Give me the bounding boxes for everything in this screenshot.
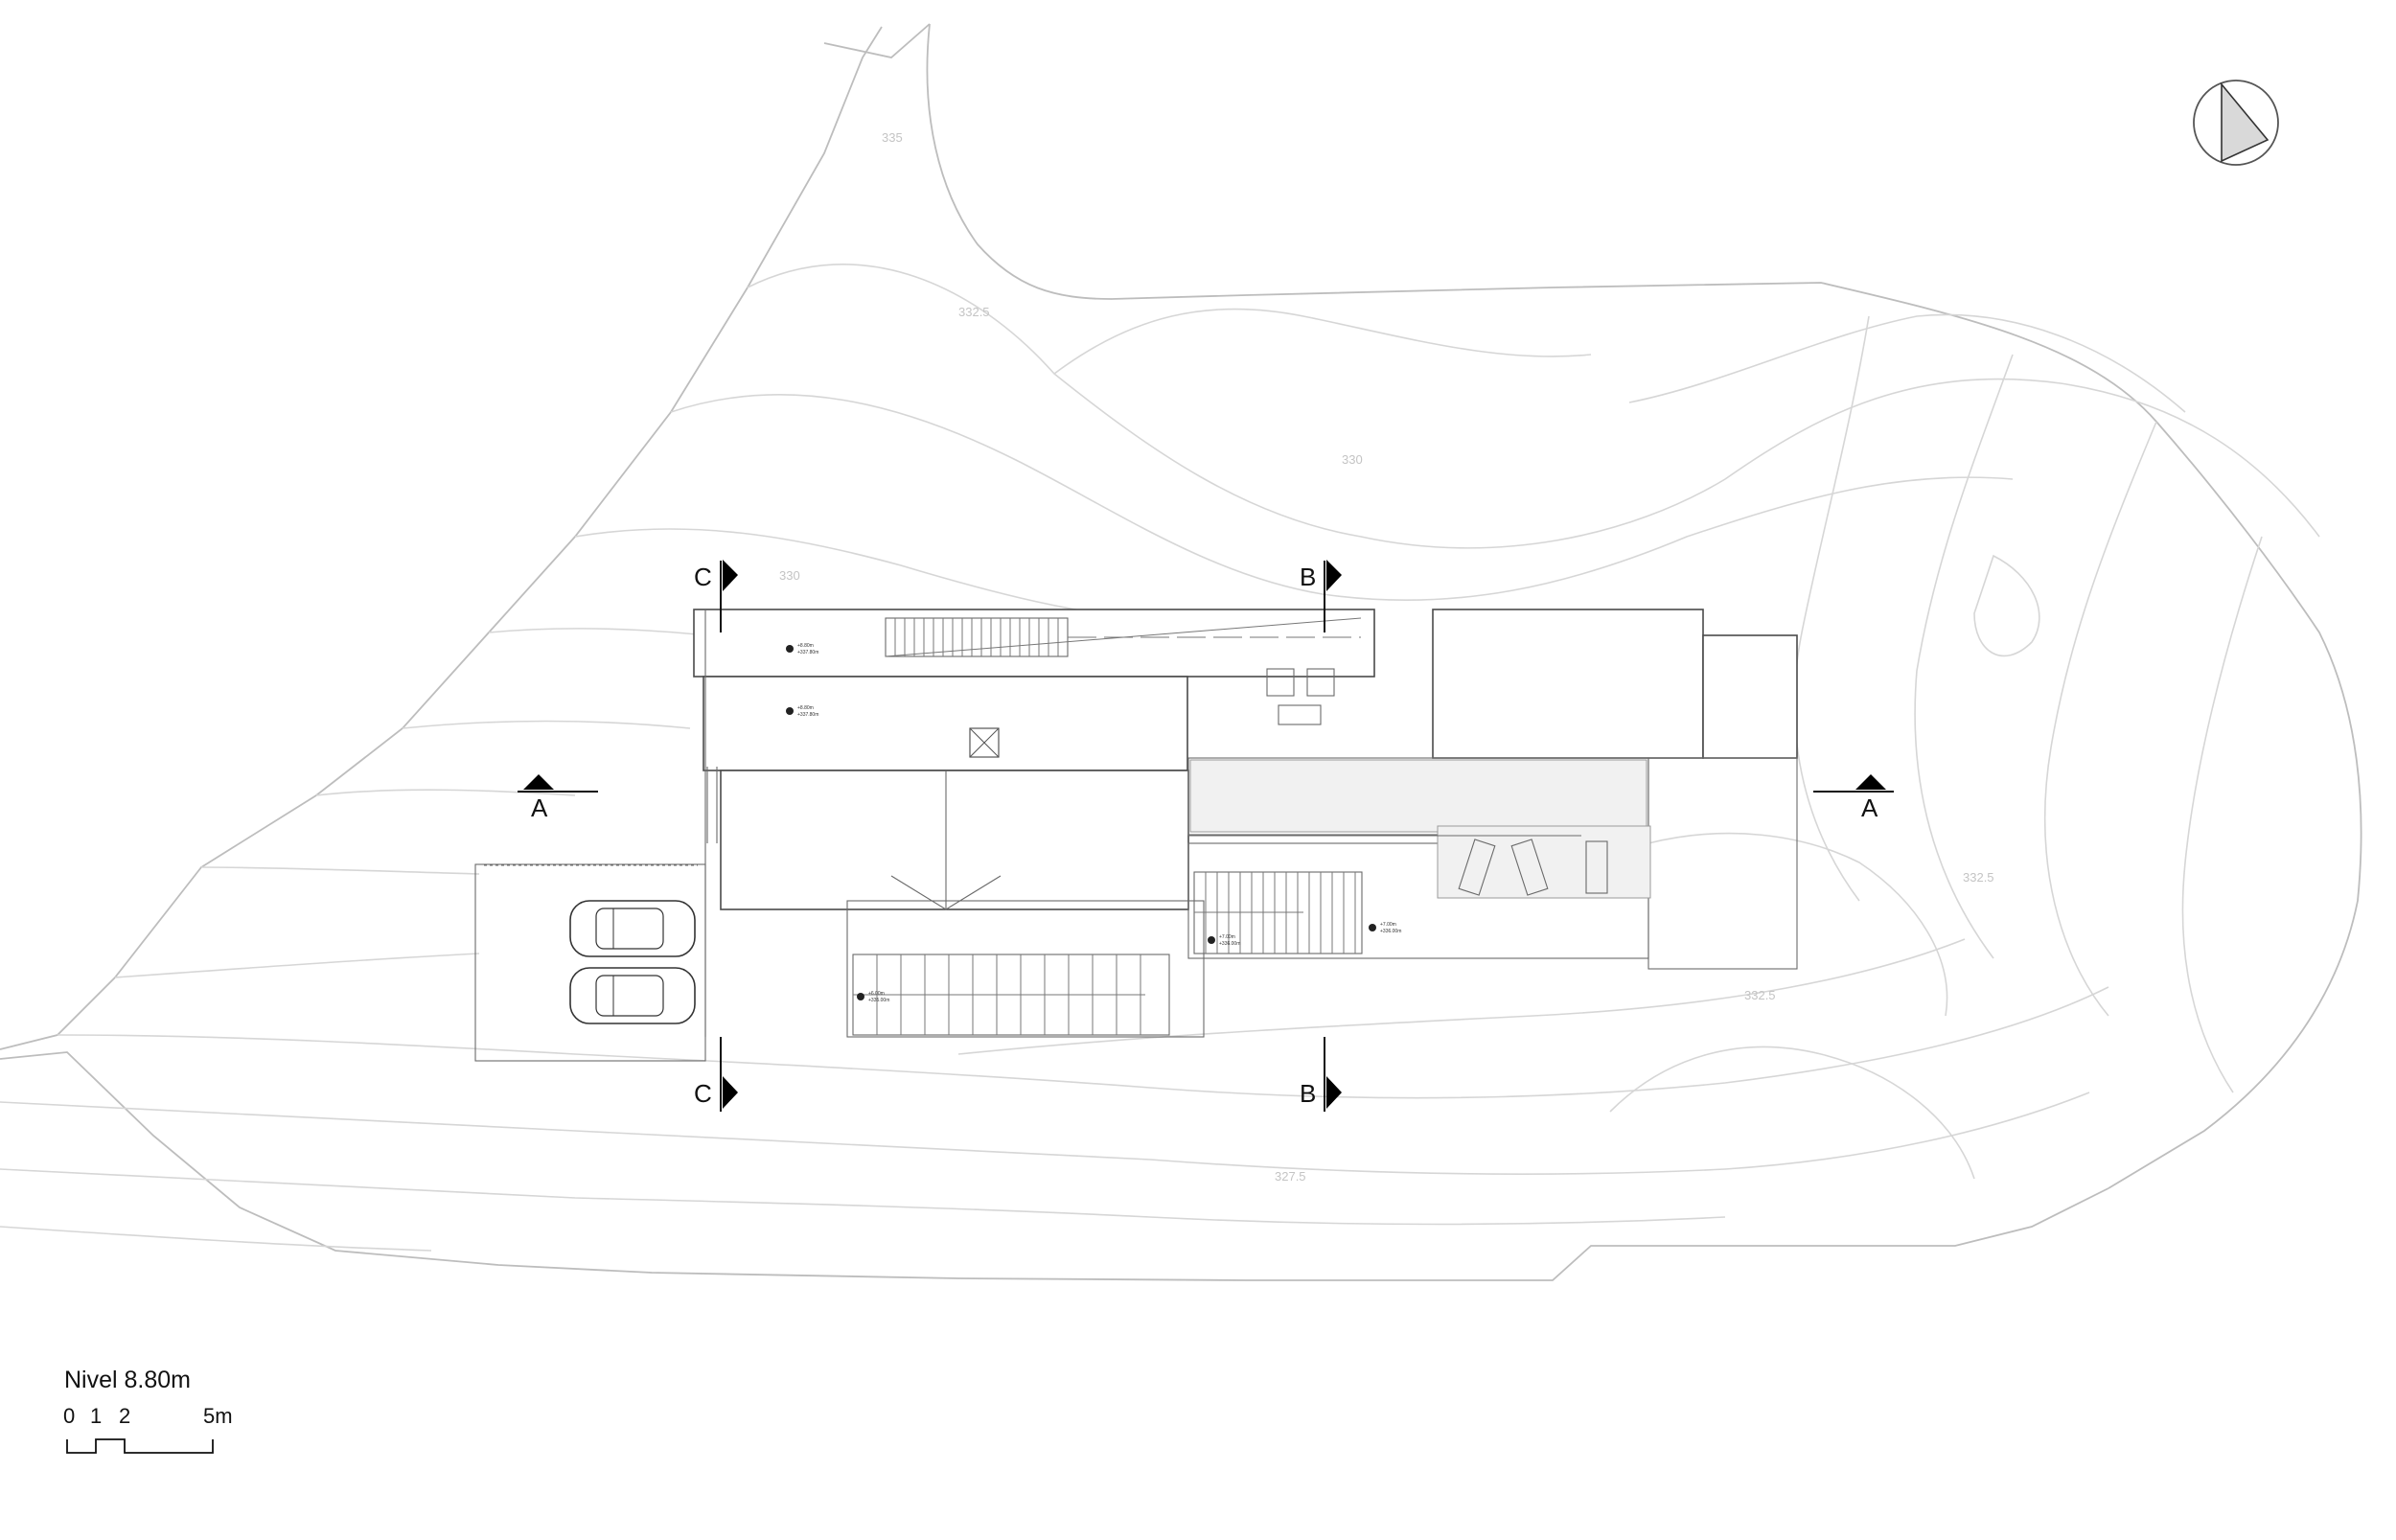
car-icon — [569, 900, 696, 957]
skylight-icon — [969, 727, 1000, 758]
drawing-title: Nivel 8.80m — [64, 1367, 191, 1393]
level-marker: +7.00m +336.00m — [1208, 934, 1240, 947]
section-marker-c-bottom: C — [694, 1037, 738, 1112]
building — [693, 609, 1798, 1038]
upper-roof-block — [693, 609, 1375, 678]
svg-text:A: A — [531, 793, 548, 822]
main-roof — [703, 676, 1188, 771]
chair — [1266, 668, 1295, 697]
sun-lounger — [1585, 840, 1608, 894]
chair — [1306, 668, 1335, 697]
svg-text:C: C — [694, 563, 712, 591]
svg-text:+7.00m: +7.00m — [1219, 934, 1235, 940]
scale-label: 2 — [119, 1404, 131, 1428]
svg-text:+337.80m: +337.80m — [797, 712, 818, 718]
section-marker-c-top: C — [694, 560, 738, 632]
svg-text:+336.00m: +336.00m — [1219, 941, 1240, 947]
stair-north — [885, 617, 1362, 657]
lower-roof — [720, 770, 1189, 910]
section-marker-b-top: B — [1300, 560, 1342, 632]
section-marker-a-right: A — [1813, 774, 1894, 822]
contour-label: 332.5 — [958, 305, 990, 319]
lower-plinth — [846, 900, 1205, 1038]
sun-lounger — [1458, 839, 1496, 896]
east-terrace — [1647, 757, 1798, 970]
north-arrow-icon — [2193, 80, 2279, 166]
contour-label: 327.5 — [1275, 1169, 1306, 1184]
stair-central — [1193, 871, 1363, 954]
svg-text:+335.00m: +335.00m — [868, 998, 889, 1003]
scale-label: 5m — [203, 1404, 233, 1428]
svg-text:+336.00m: +336.00m — [1380, 929, 1401, 934]
level-marker: +7.00m +336.00m — [1369, 922, 1401, 934]
east-volume — [1432, 609, 1704, 759]
table — [1278, 704, 1322, 725]
svg-text:+7.00m: +7.00m — [1380, 922, 1396, 928]
contour-label-group: 335 332.5 330 330 332.5 332.5 327.5 — [779, 130, 1994, 1184]
pool-deck — [1437, 825, 1651, 899]
svg-text:B: B — [1300, 1079, 1316, 1108]
section-marker-b-bottom: B — [1300, 1037, 1342, 1112]
svg-text:C: C — [694, 1079, 712, 1108]
scale-label: 1 — [90, 1404, 103, 1428]
contour-label: 332.5 — [1744, 988, 1776, 1002]
paved-terrace — [1189, 759, 1647, 833]
sun-lounger — [1510, 839, 1549, 896]
level-marker: +8.80m +337.80m — [786, 705, 818, 718]
scale-label: 0 — [63, 1404, 76, 1428]
svg-text:+8.80m: +8.80m — [797, 643, 814, 649]
parking-pad — [474, 863, 706, 1062]
contour-label: 330 — [779, 568, 800, 583]
level-marker: +6.00m +335.00m — [857, 991, 889, 1003]
svg-text:B: B — [1300, 563, 1316, 591]
contour-label: 335 — [882, 130, 903, 145]
contour-label: 330 — [1342, 452, 1363, 467]
svg-text:+6.00m: +6.00m — [868, 991, 885, 997]
svg-text:+337.80m: +337.80m — [797, 650, 818, 655]
level-marker: +8.80m +337.80m — [786, 643, 818, 655]
east-wing — [1702, 634, 1798, 759]
contour-lines — [0, 264, 2320, 1252]
svg-text:A: A — [1861, 793, 1878, 822]
contour-label: 332.5 — [1963, 870, 1994, 885]
car-icon — [569, 967, 696, 1024]
stair-south-west — [852, 954, 1170, 1036]
scale-bar — [66, 1438, 214, 1454]
svg-text:+8.80m: +8.80m — [797, 705, 814, 711]
section-marker-a-left: A — [518, 774, 598, 822]
